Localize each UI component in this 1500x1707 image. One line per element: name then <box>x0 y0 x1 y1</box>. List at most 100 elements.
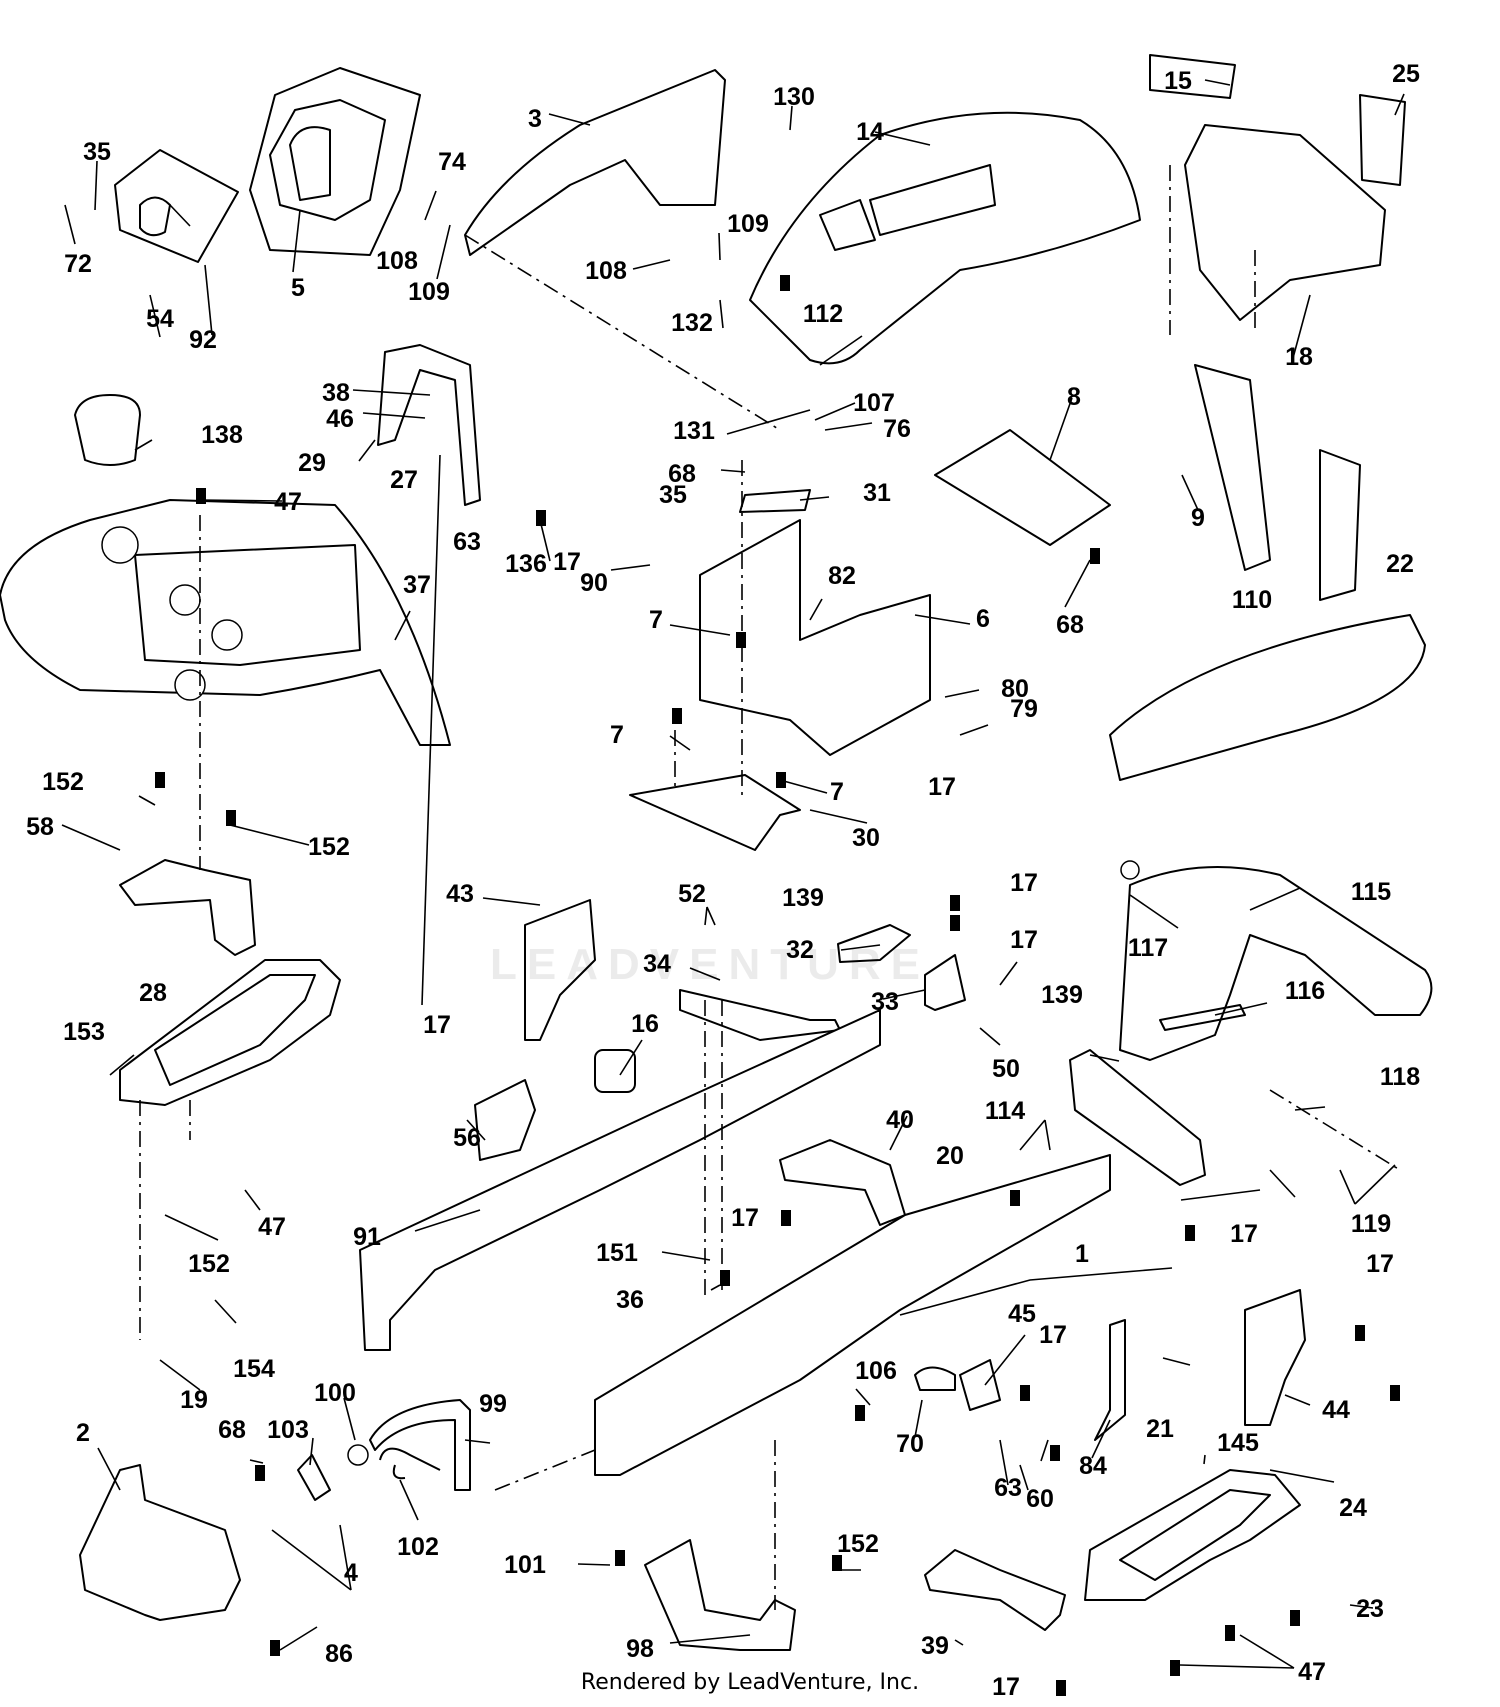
callout-32: 32 <box>786 936 814 964</box>
part-40-bracket <box>779 1139 906 1226</box>
fasteners <box>155 275 1400 1696</box>
callout-117: 117 <box>1128 934 1168 962</box>
callout-46: 46 <box>326 405 354 433</box>
callout-14: 14 <box>856 118 884 146</box>
callout-35b: 35 <box>659 481 687 509</box>
part-34-bracket <box>679 989 841 1041</box>
part-25-screen <box>1359 94 1406 186</box>
callout-28: 28 <box>139 979 167 1007</box>
callout-29: 29 <box>298 449 326 477</box>
callout-43: 43 <box>446 880 474 908</box>
callout-74: 74 <box>438 148 466 176</box>
callout-21: 21 <box>1146 1415 1174 1443</box>
callout-109b: 109 <box>727 210 769 238</box>
callout-15: 15 <box>1164 67 1192 95</box>
part-33-bracket <box>924 954 966 1011</box>
callout-7b: 7 <box>610 721 624 749</box>
callout-17h: 17 <box>1366 1250 1394 1278</box>
part-18-grille <box>1184 124 1386 321</box>
callout-36: 36 <box>616 1286 644 1314</box>
callout-60: 60 <box>1026 1485 1054 1513</box>
callout-115: 115 <box>1351 878 1391 906</box>
callout-131: 131 <box>673 417 715 445</box>
callout-44: 44 <box>1322 1396 1350 1424</box>
part-98-bracket <box>644 1539 796 1651</box>
callout-63a: 63 <box>453 528 481 556</box>
callout-91: 91 <box>353 1223 381 1251</box>
callout-109a: 109 <box>408 278 450 306</box>
callout-152b: 152 <box>308 833 350 861</box>
callout-17i: 17 <box>1039 1321 1067 1349</box>
callout-17c: 17 <box>1010 869 1038 897</box>
part-24-footrest <box>1084 1469 1301 1601</box>
callout-17b: 17 <box>928 773 956 801</box>
part-91-frame-left <box>359 1009 881 1351</box>
part-116-pin <box>1159 1004 1246 1031</box>
callout-84: 84 <box>1079 1452 1107 1480</box>
callout-56: 56 <box>453 1124 481 1152</box>
callout-17j: 17 <box>992 1673 1020 1701</box>
callout-119: 119 <box>1351 1210 1391 1238</box>
callout-22: 22 <box>1386 550 1414 578</box>
part-39-bracket <box>924 1549 1066 1631</box>
callout-145: 145 <box>1217 1429 1259 1457</box>
callout-132: 132 <box>671 309 713 337</box>
callout-24: 24 <box>1339 1494 1367 1522</box>
callout-33: 33 <box>871 988 899 1016</box>
callout-17f: 17 <box>731 1204 759 1232</box>
callout-17g: 17 <box>1230 1220 1258 1248</box>
callout-2: 2 <box>76 1419 90 1447</box>
leader-lines <box>61 79 1405 1669</box>
part-43-plate <box>524 899 596 1041</box>
part-99-lever <box>369 1399 472 1491</box>
part-138-cup <box>74 394 141 466</box>
part-103-clip <box>297 1454 331 1501</box>
part-56-bracket <box>474 1079 536 1161</box>
callout-3: 3 <box>528 105 542 133</box>
callout-17e: 17 <box>423 1011 451 1039</box>
part-117-cap <box>1120 860 1140 880</box>
callout-72: 72 <box>64 250 92 278</box>
part-84-lever <box>1094 1319 1126 1441</box>
callout-68c: 68 <box>218 1416 246 1444</box>
part-30-plate <box>629 774 801 851</box>
callout-34: 34 <box>643 950 671 978</box>
callout-40: 40 <box>886 1106 914 1134</box>
callout-99: 99 <box>479 1390 507 1418</box>
callout-82: 82 <box>828 562 856 590</box>
callout-39: 39 <box>921 1632 949 1660</box>
callout-45: 45 <box>1008 1300 1036 1328</box>
callout-47b: 47 <box>258 1213 286 1241</box>
part-22-bumper <box>1109 614 1426 781</box>
callout-86: 86 <box>325 1640 353 1668</box>
callout-47a: 47 <box>274 488 302 516</box>
callout-101: 101 <box>504 1551 546 1579</box>
callout-37: 37 <box>403 571 431 599</box>
part-92-plate <box>114 149 239 263</box>
part-45-hitch <box>959 1359 1001 1411</box>
callout-54: 54 <box>146 305 174 333</box>
callout-98: 98 <box>626 1635 654 1663</box>
callout-38: 38 <box>322 379 350 407</box>
callout-108b: 108 <box>585 257 627 285</box>
callout-136: 136 <box>505 550 547 578</box>
part-44-plate <box>1244 1289 1306 1426</box>
callout-102: 102 <box>397 1533 439 1561</box>
callout-17a: 17 <box>553 548 581 576</box>
callout-116: 116 <box>1285 977 1325 1005</box>
part-32-bracket <box>837 924 911 963</box>
part-2-bracket <box>79 1464 241 1621</box>
part-16-grommet <box>594 1049 636 1093</box>
callout-106: 106 <box>855 1357 897 1385</box>
part-29-bracket <box>377 344 481 506</box>
part-50-bracket <box>1069 1049 1206 1186</box>
callout-152d: 152 <box>837 1530 879 1558</box>
callout-103: 103 <box>267 1416 309 1444</box>
callout-8: 8 <box>1067 383 1081 411</box>
callout-100: 100 <box>314 1379 356 1407</box>
callout-139a: 139 <box>782 884 824 912</box>
callout-9: 9 <box>1191 504 1205 532</box>
callout-114: 114 <box>985 1097 1025 1125</box>
callout-6: 6 <box>976 605 990 633</box>
part-70-ring <box>914 1366 956 1391</box>
